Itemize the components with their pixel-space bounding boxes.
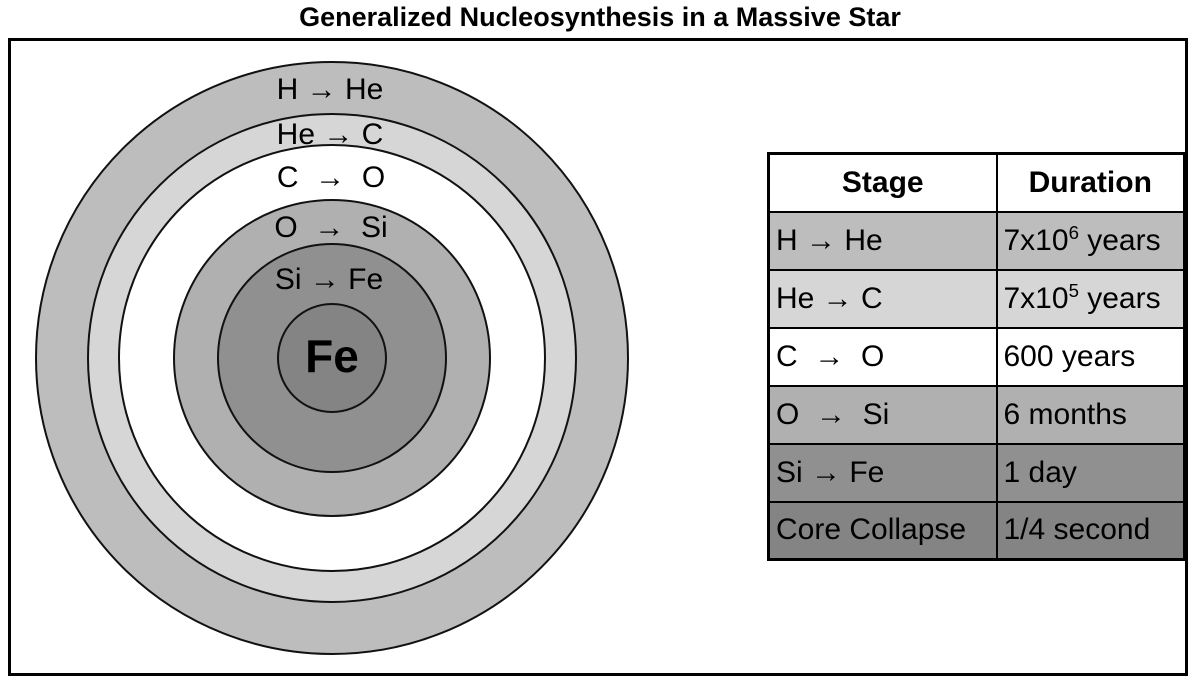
stage-cell: Core Collapse	[767, 500, 998, 561]
duration-value: 600 years	[1003, 339, 1136, 373]
duration-value: 1/4 second	[1003, 513, 1151, 547]
duration-value: 7x10	[1003, 223, 1069, 257]
stage-duration-table: Stage Duration H → He 7x106 years He → C…	[767, 152, 1186, 561]
duration-unit: years	[1078, 223, 1161, 257]
duration-unit: years	[1078, 281, 1161, 315]
shell-label-h-to-he: H → He	[276, 73, 384, 106]
figure-border	[8, 38, 1188, 676]
duration-cell: 6 months	[995, 384, 1186, 445]
stage-cell: O → Si	[767, 384, 998, 445]
table-row-he-to-c: He → C 7x105 years	[767, 268, 1186, 329]
duration-cell: 600 years	[995, 326, 1186, 387]
table-row-core-collapse: Core Collapse 1/4 second	[767, 500, 1186, 561]
duration-value: 6 months	[1003, 397, 1127, 431]
duration-exponent: 6	[1068, 221, 1079, 243]
shell-label-he-to-c: He → C	[276, 118, 384, 151]
core-label-fe: Fe	[305, 330, 359, 382]
duration-cell: 7x106 years	[995, 210, 1186, 271]
table-header-row: Stage Duration	[767, 152, 1186, 213]
stage-cell: H → He	[767, 210, 998, 271]
core-fe	[277, 303, 387, 413]
stage-cell: Si → Fe	[767, 442, 998, 503]
table-row-o-to-si: O → Si 6 months	[767, 384, 1186, 445]
shell-label-si-to-fe: Si → Fe	[274, 263, 384, 296]
shell-label-o-to-si: O → Si	[274, 211, 388, 244]
figure-title: Generalized Nucleosynthesis in a Massive…	[299, 2, 901, 32]
stage-cell: He → C	[767, 268, 998, 329]
table-row-si-to-fe: Si → Fe 1 day	[767, 442, 1186, 503]
shell-label-c-to-o: C → O	[276, 161, 386, 194]
column-header-stage: Stage	[767, 152, 998, 213]
table-row-c-to-o: C → O 600 years	[767, 326, 1186, 387]
duration-cell: 1 day	[995, 442, 1186, 503]
duration-value: 7x10	[1003, 281, 1069, 315]
stage-cell: C → O	[767, 326, 998, 387]
duration-exponent: 5	[1068, 279, 1079, 301]
duration-value: 1 day	[1003, 455, 1077, 489]
table-row-h-to-he: H → He 7x106 years	[767, 210, 1186, 271]
duration-cell: 1/4 second	[995, 500, 1186, 561]
duration-cell: 7x105 years	[995, 268, 1186, 329]
column-header-duration: Duration	[995, 152, 1186, 213]
